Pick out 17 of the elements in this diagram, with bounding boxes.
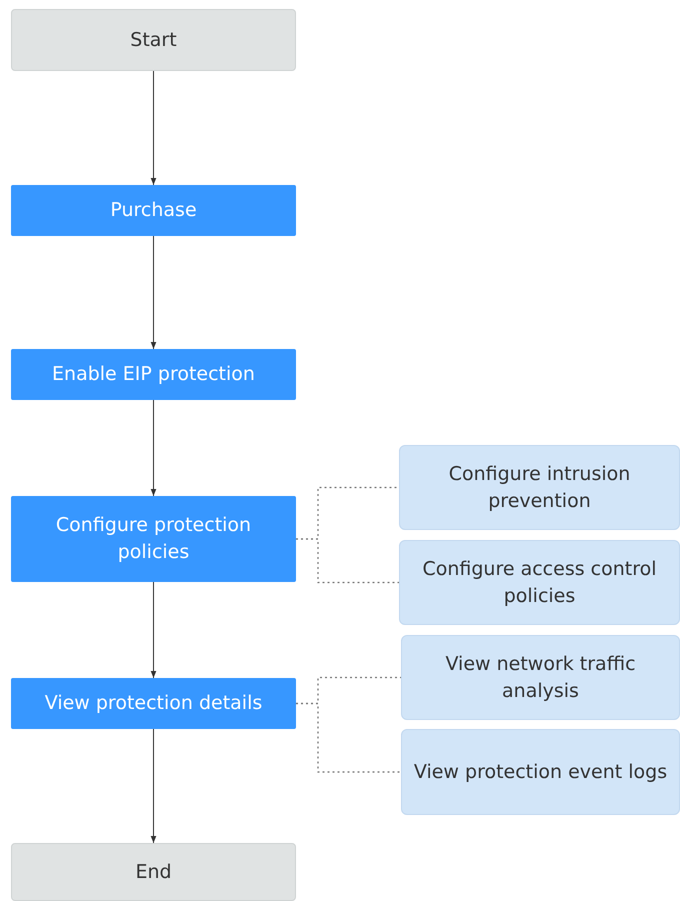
process-box: Enable EIP protection: [11, 349, 296, 400]
subprocess-box: Configure intrusion prevention: [399, 445, 680, 530]
arrow: [150, 728, 156, 844]
process-box: View protection details: [11, 678, 296, 729]
subprocess-box: Configure access control policies: [399, 540, 680, 625]
process-box: Purchase: [11, 185, 296, 236]
process-box: Configure protection policies: [11, 496, 296, 582]
arrow: [150, 70, 156, 186]
arrow: [150, 236, 156, 350]
subprocess-box: View protection event logs: [401, 729, 680, 815]
terminal-box: End: [11, 843, 296, 901]
arrow: [150, 400, 156, 496]
dotted-connector: [296, 538, 399, 584]
arrow: [150, 582, 156, 678]
subprocess-box: View network traffic analysis: [401, 635, 680, 720]
dotted-connector: [296, 702, 401, 773]
terminal-box: Start: [11, 9, 296, 71]
